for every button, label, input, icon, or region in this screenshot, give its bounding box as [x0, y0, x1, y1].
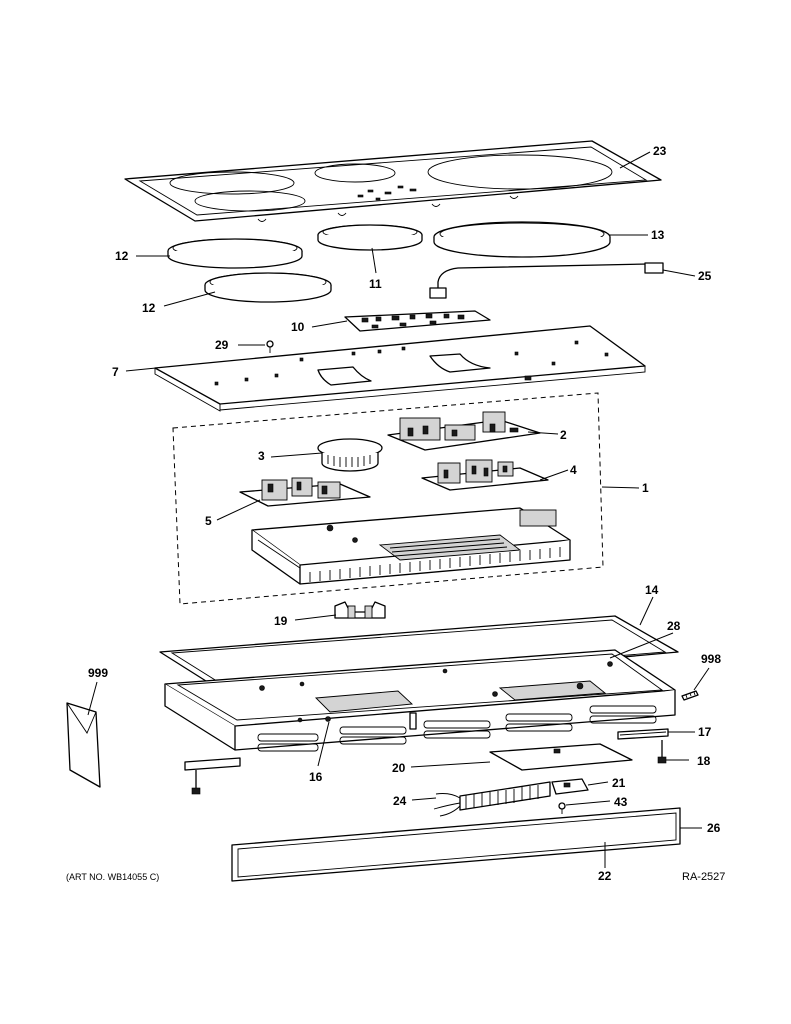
- callout-25: 25: [698, 269, 712, 283]
- callout-28: 28: [667, 619, 681, 633]
- power-board-5[interactable]: [239, 477, 371, 507]
- fan-bracket-19[interactable]: [334, 601, 386, 619]
- screw-998[interactable]: [681, 690, 699, 701]
- callout-17: 17: [698, 725, 712, 739]
- control-board-10[interactable]: [344, 310, 491, 332]
- callout-19: 19: [274, 614, 288, 628]
- power-conduit-24[interactable]: [433, 781, 551, 817]
- induction-board-2[interactable]: [387, 411, 541, 451]
- callout-20: 20: [392, 761, 406, 775]
- leader-lines: [87, 151, 710, 868]
- sensor-wire-harness[interactable]: [429, 262, 664, 299]
- callout-18: 18: [697, 754, 711, 768]
- callout-3: 3: [258, 449, 265, 463]
- burner-element-12-upper[interactable]: [167, 238, 303, 269]
- callout-22: 22: [598, 869, 612, 883]
- cover-plate-20[interactable]: [489, 743, 633, 771]
- control-housing-tray[interactable]: [251, 507, 571, 585]
- callout-1: 1: [642, 481, 649, 495]
- burner-element-13[interactable]: [433, 221, 611, 258]
- screw-43[interactable]: [558, 802, 566, 814]
- leg-bracket-17[interactable]: [617, 728, 669, 740]
- callout-2: 2: [560, 428, 567, 442]
- art-number: (ART NO. WB14055 C): [66, 872, 159, 882]
- callout-23: 23: [653, 144, 667, 158]
- power-board-4[interactable]: [421, 459, 549, 491]
- control-assembly-boundary: [172, 392, 604, 605]
- callout-43: 43: [614, 795, 628, 809]
- callout-26: 26: [707, 821, 721, 835]
- screw-18[interactable]: [657, 740, 667, 764]
- burner-element-11[interactable]: [317, 224, 423, 251]
- callout-16: 16: [309, 770, 323, 784]
- callout-999: 999: [88, 666, 108, 680]
- callout-14: 14: [645, 583, 659, 597]
- cooktop-chassis[interactable]: [164, 649, 676, 752]
- callout-24: 24: [393, 794, 407, 808]
- callout-998: 998: [701, 652, 721, 666]
- callout-29: 29: [215, 338, 229, 352]
- callout-5: 5: [205, 514, 212, 528]
- callout-13: 13: [651, 228, 665, 242]
- screw-29[interactable]: [266, 340, 274, 353]
- glass-cooktop[interactable]: [124, 140, 662, 222]
- callout-12-upper: 12: [115, 249, 129, 263]
- callout-10: 10: [291, 320, 305, 334]
- connector-21[interactable]: [551, 778, 589, 795]
- callout-21: 21: [612, 776, 626, 790]
- support-bracket-7[interactable]: [154, 325, 646, 412]
- callout-12-lower: 12: [142, 301, 156, 315]
- leg-bracket-left[interactable]: [184, 757, 241, 795]
- gasket-frame-14[interactable]: [159, 615, 679, 694]
- callout-7: 7: [112, 365, 119, 379]
- front-trim-22[interactable]: [231, 807, 681, 882]
- callout-4: 4: [570, 463, 577, 477]
- burner-element-12-lower[interactable]: [204, 272, 332, 303]
- cooling-fan-3[interactable]: [317, 438, 383, 472]
- ra-code: RA-2527: [682, 871, 725, 883]
- callout-11: 11: [369, 277, 382, 291]
- literature-envelope-999[interactable]: [66, 702, 101, 788]
- callout-labels: 23 12 11 13 12 25 10 29 7 2 3 4 1 5 19 1…: [88, 144, 721, 883]
